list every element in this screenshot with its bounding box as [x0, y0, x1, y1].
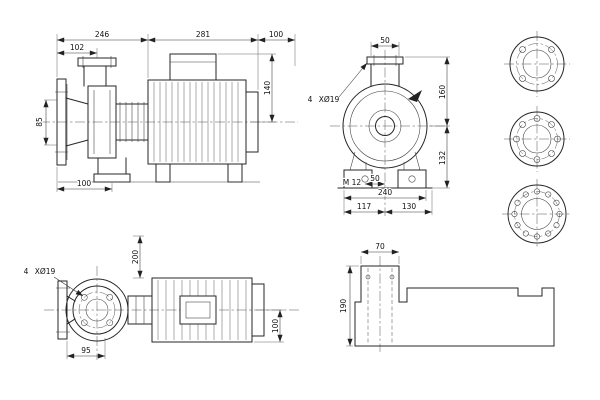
note-4xd19-plan: XØ19	[35, 267, 56, 276]
bolt-hole	[522, 191, 529, 198]
bolt-hole	[553, 222, 560, 229]
flange-view-4-hole	[504, 31, 570, 97]
bolt-hole	[80, 293, 88, 301]
end-view-centerlines	[330, 50, 445, 216]
dim-100-foot: 100	[77, 179, 92, 188]
bolt-hole	[545, 230, 552, 237]
bolt-hole	[519, 75, 526, 82]
dim-190: 190	[339, 299, 348, 314]
dim-130: 130	[402, 202, 417, 211]
bolt-hole	[556, 211, 563, 217]
end-view: 50 4 XØ19 160 132 M 12 50 240 117 130	[307, 35, 450, 216]
bearing-bracket	[119, 102, 145, 142]
bolt-hole	[534, 233, 540, 240]
bolt-hole	[519, 46, 526, 53]
bolt-hole	[548, 75, 555, 82]
note-4xd19: XØ19	[319, 95, 340, 104]
bolt-hole	[548, 150, 555, 157]
bolt-hole	[522, 230, 529, 237]
dim-85: 85	[35, 117, 44, 127]
dim-102: 102	[70, 43, 85, 52]
dim-132: 132	[438, 151, 447, 166]
bolt-hole	[519, 121, 526, 128]
dim-246: 246	[95, 30, 110, 39]
bolt-hole	[545, 191, 552, 198]
bolt-hole	[513, 135, 520, 143]
foot-right	[397, 169, 427, 189]
dim-70: 70	[375, 242, 385, 251]
pump-foot	[93, 173, 131, 183]
flange-view-12-hole	[502, 179, 572, 249]
base-profile-view: 70 190	[338, 241, 555, 352]
foot-hole-left	[361, 175, 369, 183]
suction-flange-plan	[57, 280, 68, 340]
discharge-flange	[77, 57, 117, 67]
plan-view: 200 4 XØ19 100 95	[23, 235, 300, 360]
foot-hole-right	[408, 175, 416, 183]
bolt-hole	[534, 188, 540, 195]
rotation-arrow-icon	[408, 90, 422, 102]
bolt-hole	[511, 211, 518, 217]
dim-160: 160	[438, 85, 447, 100]
bolt-hole	[106, 319, 114, 327]
terminal-box-plan	[179, 295, 217, 325]
shaft-end	[375, 116, 395, 136]
bolt-hole	[548, 46, 555, 53]
bolt-hole	[548, 121, 555, 128]
note-4: 4	[308, 95, 313, 104]
bolt-hole	[514, 199, 521, 206]
bolt-hole	[514, 222, 521, 229]
dim-281: 281	[196, 30, 211, 39]
dim-100-plan: 100	[271, 319, 280, 334]
dim-117: 117	[357, 202, 372, 211]
dim-50-hole: 50	[370, 174, 380, 183]
bolt-hole	[553, 199, 560, 206]
note-m12: M 12	[343, 178, 362, 187]
suction-flange	[56, 78, 67, 166]
bolt-hole	[80, 319, 88, 327]
bolt-hole	[519, 150, 526, 157]
volute-outline	[342, 83, 428, 169]
dim-200: 200	[131, 250, 140, 265]
discharge-flange-plan	[72, 285, 122, 335]
bolt-hole	[533, 156, 541, 163]
bolt-hole	[106, 293, 114, 301]
dim-95: 95	[81, 346, 91, 355]
motor-fins	[153, 82, 239, 162]
volute-casing	[87, 85, 117, 159]
dim-240: 240	[378, 188, 393, 197]
side-view: 246 281 100 102 85 100 140	[34, 29, 298, 192]
base-profile	[354, 265, 555, 347]
bolt-hole	[554, 135, 561, 143]
flange-views	[502, 31, 572, 249]
terminal-box	[169, 53, 217, 81]
dim-100-overhang: 100	[269, 30, 284, 39]
flange-view-8-hole	[504, 106, 570, 172]
bolt-hole	[533, 115, 541, 122]
note-4-plan: 4	[24, 267, 29, 276]
discharge-flange-end	[366, 56, 404, 65]
dim-140: 140	[263, 81, 272, 96]
dim-50-port: 50	[380, 36, 390, 45]
